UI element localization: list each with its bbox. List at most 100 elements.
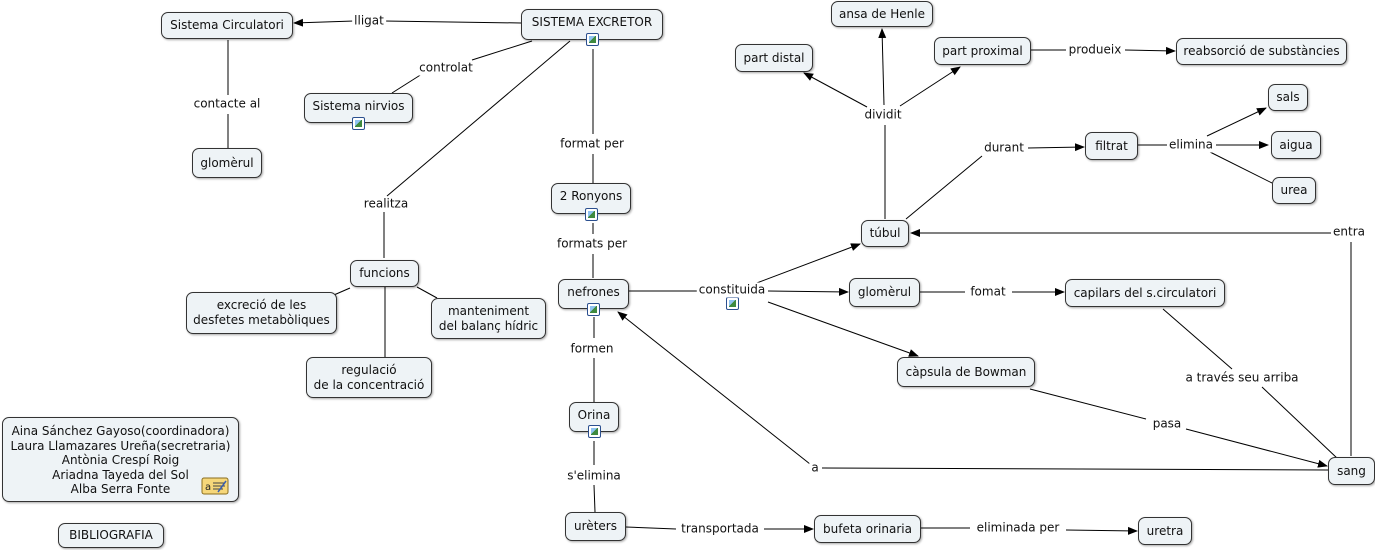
node-label: sang — [1337, 463, 1366, 478]
link-line — [1029, 388, 1147, 420]
link-label-s-elimina: s'elimina — [565, 468, 623, 484]
author-name: Ariadna Tayeda del Sol — [52, 467, 189, 482]
link-label-entra: entra — [1331, 224, 1367, 240]
link-line — [1124, 46, 1176, 55]
link-line — [1209, 151, 1273, 184]
node-label: aigua — [1279, 137, 1313, 152]
link-line — [1206, 107, 1267, 137]
node-part-proximal[interactable]: part proximal — [934, 37, 1031, 65]
node-label-line: del balanç hídric — [438, 318, 539, 333]
node-sistema-excretor[interactable]: SISTEMA EXCRETOR — [521, 9, 663, 40]
link-label-elimina: elimina — [1166, 137, 1216, 153]
link-line — [1027, 143, 1085, 152]
link-label-durant: durant — [982, 140, 1026, 156]
link-line — [821, 467, 1329, 471]
node-label: túbul — [869, 226, 901, 240]
link-label-realitza: realitza — [361, 196, 411, 212]
image-icon[interactable] — [586, 33, 599, 46]
link-line — [905, 155, 983, 220]
image-icon[interactable] — [585, 208, 598, 221]
link-label-produeix: produeix — [1066, 42, 1124, 58]
authors-box[interactable]: Aina Sánchez Gayoso(coordinadora) Laura … — [2, 417, 239, 502]
node-bufeta-orinaria[interactable]: bufeta orinaria — [814, 515, 921, 543]
node-label: Sistema Circulatori — [170, 18, 284, 32]
link-label-lligat: lligat — [352, 13, 386, 29]
node-sang[interactable]: sang — [1328, 457, 1375, 485]
node-label: ansa de Henle — [839, 6, 925, 21]
author-name: Laura Llamazares Ureña(secretraria) — [10, 438, 231, 453]
node-sals[interactable]: sals — [1268, 84, 1308, 111]
link-line — [1065, 526, 1138, 535]
node-part-distal[interactable]: part distal — [735, 44, 813, 72]
node-ansa-henle[interactable]: ansa de Henle — [831, 1, 933, 27]
node-label-line: manteniment — [447, 303, 530, 318]
node-manteniment[interactable]: manteniment del balanç hídric — [431, 298, 546, 339]
link-line — [416, 286, 438, 299]
author-name: Aina Sánchez Gayoso(coordinadora) — [11, 424, 230, 438]
node-label: glomèrul — [200, 155, 254, 170]
node-label-line: de la concentració — [313, 377, 425, 392]
node-filtrat[interactable]: filtrat — [1085, 132, 1138, 160]
node-label-line: regulació — [341, 362, 397, 377]
link-label-pasa: pasa — [1150, 416, 1184, 432]
link-line — [383, 20, 522, 24]
node-tubul[interactable]: túbul — [861, 220, 909, 247]
link-line — [767, 287, 849, 296]
link-label-formen: formen — [568, 341, 616, 357]
image-icon[interactable] — [352, 117, 365, 130]
image-icon[interactable] — [726, 297, 739, 310]
link-line — [386, 40, 571, 197]
svg-text:a: a — [205, 482, 211, 493]
node-label: càpsula de Bowman — [905, 364, 1027, 379]
author-name: Antònia Crespí Roig — [61, 453, 180, 467]
link-label-eliminada-per: eliminada per — [974, 520, 1062, 536]
node-label: Orina — [577, 408, 611, 422]
node-funcions[interactable]: funcions — [350, 260, 419, 287]
link-line — [471, 40, 533, 61]
link-label-format-per: format per — [558, 136, 626, 152]
node-glomerul-left[interactable]: glomèrul — [192, 148, 262, 178]
node-label: bufeta orinaria — [823, 521, 912, 536]
node-capsula-bowman[interactable]: càpsula de Bowman — [897, 357, 1035, 387]
node-label: capilars del s.circulatori — [1073, 285, 1217, 300]
node-label-line: excreció de les — [216, 298, 307, 312]
node-ureters[interactable]: urèters — [565, 512, 626, 541]
link-label-dividit: dividit — [862, 107, 904, 123]
node-label: BIBLIOGRAFIA — [69, 528, 153, 542]
node-uretra[interactable]: uretra — [1138, 517, 1192, 545]
link-label-fomat: fomat — [968, 284, 1008, 300]
link-label-constituida: constituida — [696, 282, 768, 298]
node-label: glomèrul — [857, 285, 912, 299]
node-label: sals — [1276, 90, 1300, 104]
node-excrecio[interactable]: excreció de les desfetes metabòliques — [186, 292, 337, 334]
link-line — [1261, 386, 1339, 460]
image-icon[interactable] — [587, 303, 600, 316]
node-reabsorcio[interactable]: reabsorció de substàncies — [1176, 38, 1347, 65]
link-line — [293, 18, 355, 27]
node-regulacio[interactable]: regulació de la concentració — [306, 357, 432, 398]
node-sistema-circulatori[interactable]: Sistema Circulatori — [161, 12, 293, 39]
image-icon[interactable] — [588, 425, 601, 438]
link-label-a: a — [809, 460, 821, 476]
node-label-line: desfetes metabòliques — [193, 313, 330, 327]
link-label-controlat: controlat — [417, 60, 475, 76]
node-label: 2 Ronyons — [559, 189, 623, 203]
node-urea[interactable]: urea — [1272, 177, 1316, 204]
link-line — [1185, 428, 1328, 468]
node-label: nefrones — [567, 285, 620, 299]
node-label: uretra — [1146, 523, 1184, 538]
link-line — [753, 243, 861, 285]
node-bibliografia[interactable]: BIBLIOGRAFIA — [58, 523, 164, 548]
note-icon[interactable]: a — [201, 477, 229, 495]
link-line — [617, 311, 811, 465]
node-aigua[interactable]: aigua — [1271, 131, 1321, 159]
link-label-transportada: transportada — [679, 521, 761, 537]
node-label: urèters — [574, 519, 617, 533]
link-line — [1162, 308, 1233, 370]
node-capilars[interactable]: capilars del s.circulatori — [1065, 279, 1225, 307]
author-name: Alba Serra Fonte — [70, 482, 171, 496]
node-glomerul-right[interactable]: glomèrul — [849, 278, 920, 307]
link-line — [899, 66, 961, 107]
